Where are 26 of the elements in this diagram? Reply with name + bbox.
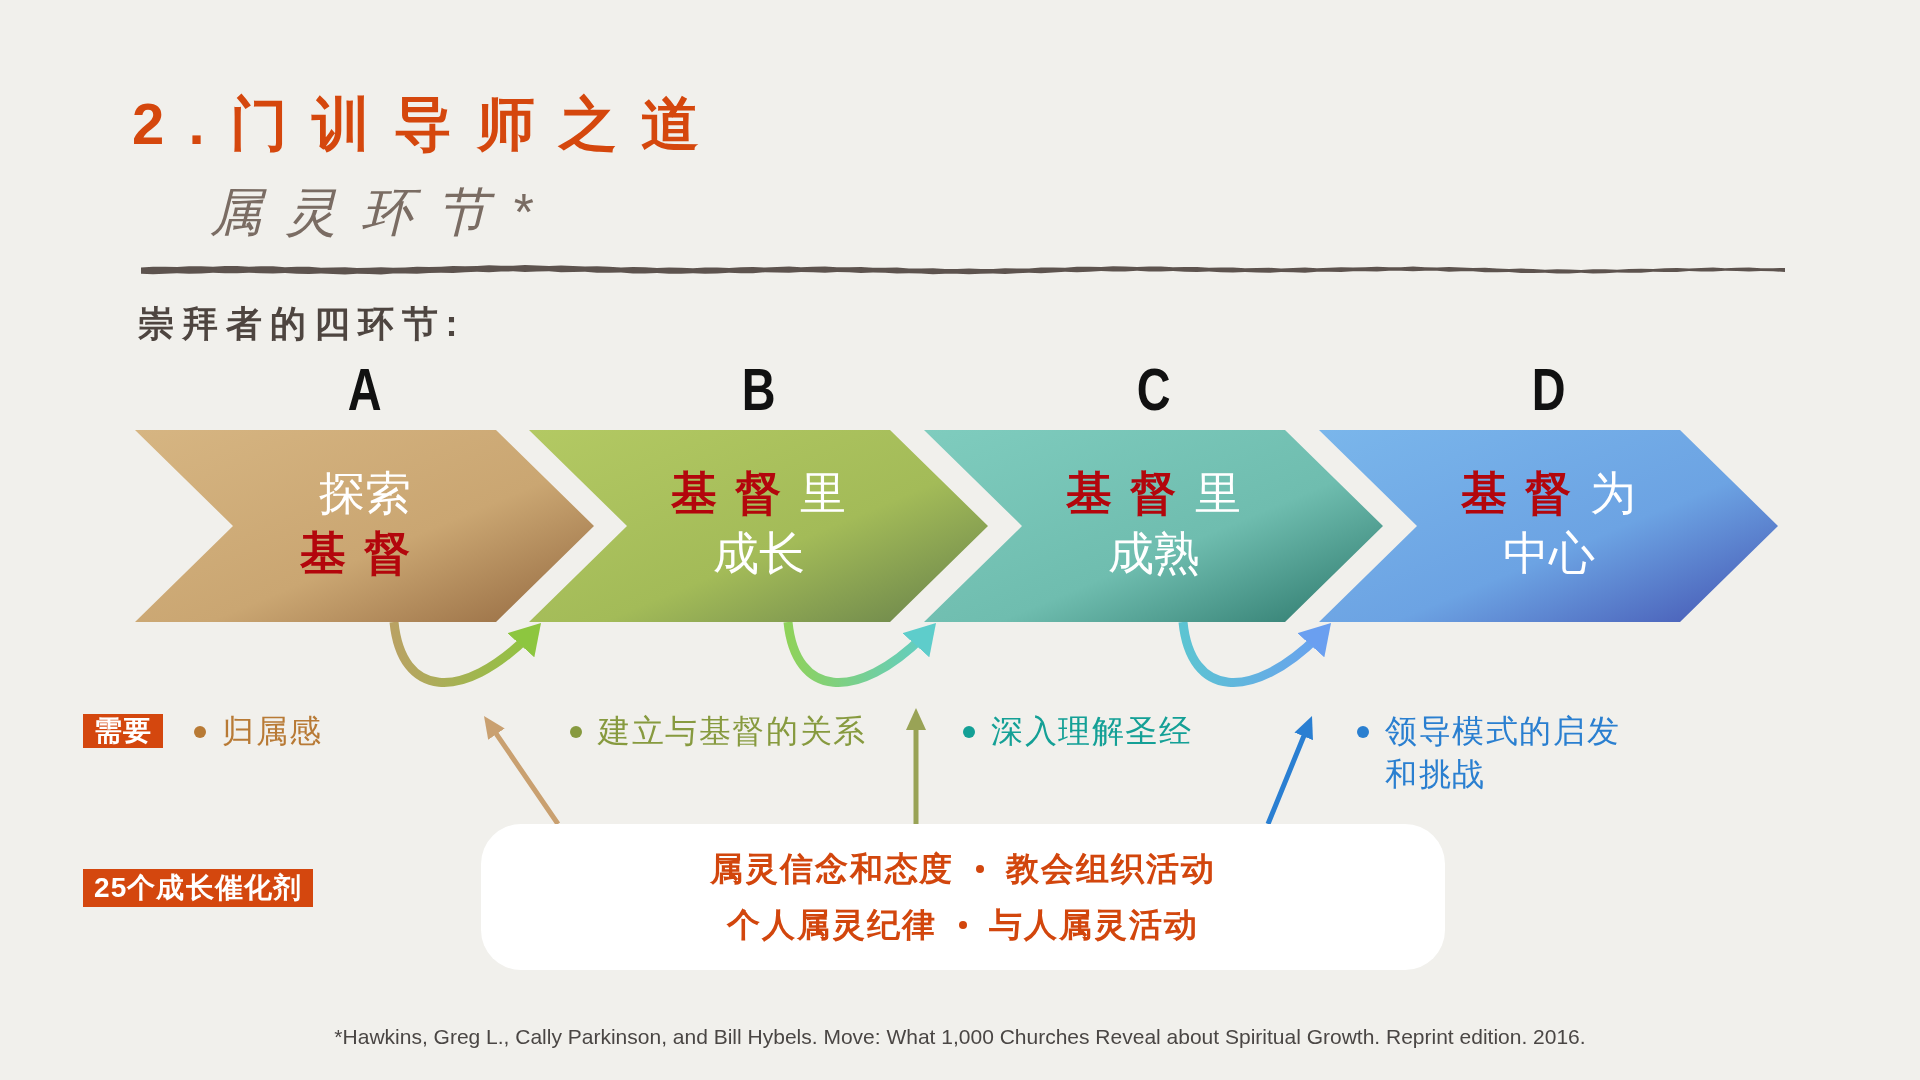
stage-label: 基督里成熟 (1065, 466, 1242, 581)
stage-letter: B (741, 360, 776, 420)
catalyst-item: 个人属灵纪律 (727, 905, 937, 945)
catalyst-tag: 25个成长催化剂 (83, 869, 313, 907)
arrow (906, 708, 926, 824)
footnote: *Hawkins, Greg L., Cally Parkinson, and Bill Hybels. Move: What 1,000 Churches Reveal about Spiritual Growth. Reprint edition. 2016. (334, 1024, 1586, 1050)
need-text: 归属感 (222, 712, 323, 751)
catalyst-item: 属灵信念和态度 (709, 849, 955, 889)
subtitle: 属灵环节* (210, 182, 556, 243)
section-heading: 崇拜者的四环节: (138, 302, 466, 346)
catalyst-card (481, 824, 1445, 970)
arrow (481, 714, 561, 826)
stage-label: 基督为中心 (1460, 466, 1637, 581)
title: 2. 门训导师之道 (132, 90, 724, 158)
need-text: 深入理解圣经 (991, 712, 1193, 751)
needs-tag: 需要 (83, 714, 163, 748)
catalyst-item: 教会组织活动 (1006, 849, 1217, 889)
catalyst-item: 与人属灵活动 (989, 905, 1199, 945)
stage-label: 基督里成长 (670, 466, 847, 581)
need-text: 建立与基督的关系 (598, 712, 867, 751)
need-text: 领导模式的启发和挑战 (1385, 712, 1622, 794)
stage-letter: A (347, 360, 382, 420)
stage-label: 探索基督 (299, 466, 430, 581)
stage-letter: D (1531, 360, 1566, 420)
arrow (1265, 715, 1315, 825)
stage-letter: C (1136, 360, 1171, 420)
